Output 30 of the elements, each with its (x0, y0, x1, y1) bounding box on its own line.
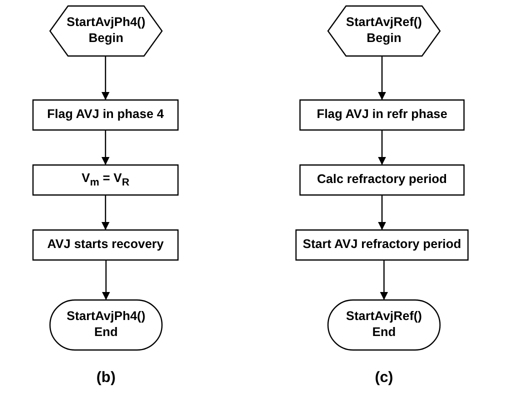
process-box (33, 100, 178, 130)
arrow (378, 130, 386, 165)
process-box (33, 230, 178, 260)
end-terminal (50, 300, 162, 350)
arrow (380, 260, 388, 300)
node-label: StartAvjRef() Begin (345, 15, 423, 47)
arrow (102, 130, 110, 165)
arrow (102, 260, 110, 300)
node-label: V$_{m}$ = V$_{R}$ (82, 170, 130, 190)
process-box (300, 100, 464, 130)
start-hexagon (50, 6, 162, 56)
process-box (33, 165, 178, 195)
panel-label: (b) (96, 369, 116, 386)
node-label: Flag AVJ in refr phase (316, 107, 448, 123)
node-label: StartAvjPh4() Begin (66, 15, 146, 47)
node-label: Start AVJ refractory period (302, 237, 462, 253)
process-box (300, 165, 464, 195)
process-box (296, 230, 468, 260)
arrow (102, 195, 110, 230)
arrow (102, 56, 110, 100)
node-label: Calc refractory period (317, 172, 447, 188)
node-label: StartAvjRef() End (345, 309, 423, 341)
start-hexagon (328, 6, 440, 56)
node-label: Flag AVJ in phase 4 (47, 107, 164, 123)
panel-label: (c) (374, 369, 394, 386)
arrow (378, 56, 386, 100)
arrow (378, 195, 386, 230)
node-label: StartAvjPh4() End (66, 309, 146, 341)
end-terminal (328, 300, 440, 350)
node-label: AVJ starts recovery (47, 237, 164, 253)
